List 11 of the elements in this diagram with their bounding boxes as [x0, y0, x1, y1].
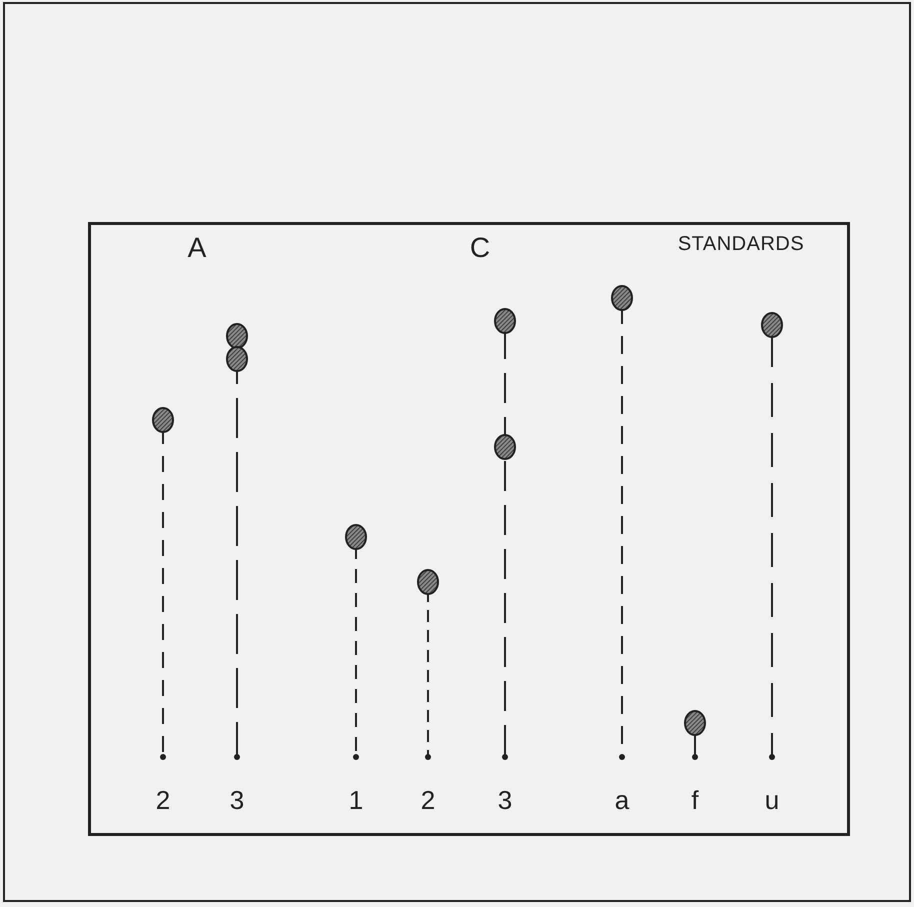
- lane-label: 2: [420, 787, 436, 813]
- lane-label: 3: [498, 787, 512, 813]
- lane-label: 3: [230, 787, 244, 813]
- lane-label: f: [691, 787, 699, 813]
- group-heading: C: [470, 234, 490, 262]
- group-heading: STANDARDS: [678, 234, 804, 254]
- lane-label: 1: [348, 787, 364, 813]
- group-heading: A: [188, 234, 206, 262]
- lane-label: 2: [156, 787, 170, 813]
- lane-label: a: [614, 787, 630, 813]
- lane-label: u: [764, 787, 780, 813]
